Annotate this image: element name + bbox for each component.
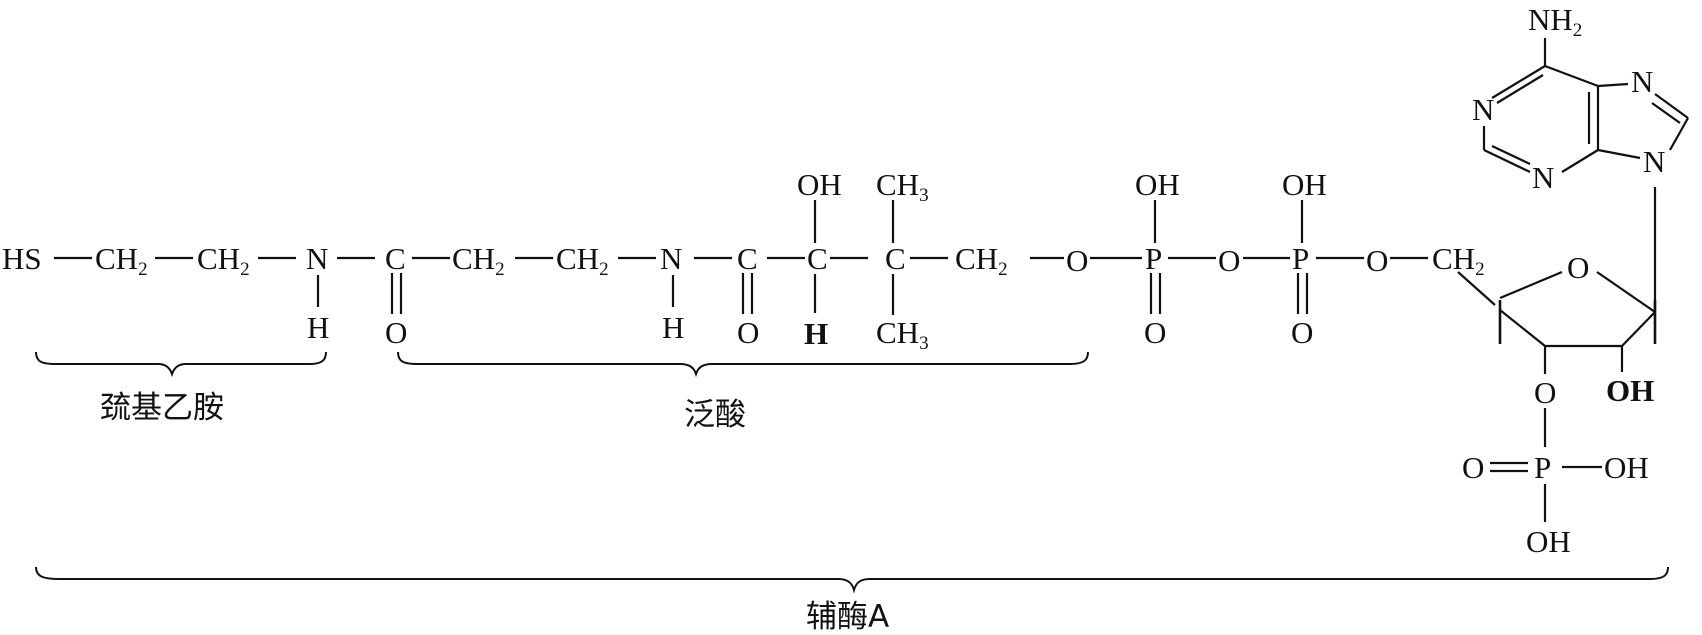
atom-c3: C [807,241,828,276]
brace-pantothenic-acid [397,351,1089,378]
braces [35,351,1669,594]
atom-c1: C [385,241,406,276]
atom-n2: N [660,241,682,276]
atom-ch2-3: CH2 [452,241,505,280]
atom-p1-oh: OH [1135,167,1180,202]
atom-p1-o: O [1144,315,1166,350]
label-pantothenic-acid: 泛酸 [684,397,746,433]
atom-ribose-o: O [1534,375,1556,410]
atom-ch2-1: CH2 [95,241,148,280]
atom-ch3-top: CH3 [876,167,929,206]
bond-n3-c4 [1561,149,1599,173]
atom-p2-oh: OH [1282,167,1327,202]
atom-ring-o: O [1567,250,1589,285]
chain-atoms: HS CH2 CH2 N H C O CH2 CH2 N H C O C OH … [2,167,1485,354]
bond-c6-n1-inner [1496,74,1544,104]
atom-hs: HS [2,241,42,276]
adenine-atoms: NH2 N N N N [1472,2,1665,195]
bond-c3-c4 [1499,309,1546,347]
atom-c3-oh: OH [797,167,842,202]
atom-c3-h: H [804,316,828,351]
ribose-bonds [1457,187,1657,374]
captions: 巯基乙胺 泛酸 辅酶A [100,390,889,635]
atom-c2-o: O [737,315,759,350]
atom-p2: P [1292,241,1309,276]
atom-ch2-6: CH2 [1432,241,1485,280]
label-cysteamine: 巯基乙胺 [100,390,224,426]
bond-c2-n3 [1483,149,1531,173]
adenine-bonds [1482,38,1689,173]
atom-p1: P [1145,241,1162,276]
atom-ch2-5: CH2 [955,241,1008,280]
atom-purine-n9: N [1643,144,1665,179]
atom-ch2-2: CH2 [197,241,250,280]
atom-ch2-4: CH2 [556,241,609,280]
atom-nh2: NH2 [1528,2,1582,41]
atom-purine-n1: N [1472,92,1494,127]
atom-n1: N [306,241,328,276]
bond-n9-c4 [1597,148,1641,160]
bond-n7-c8-inner [1651,102,1681,124]
atom-p3-o: O [1462,450,1484,485]
atom-n1-h: H [307,310,329,345]
bond-c5-c6 [1544,64,1599,88]
chain-bonds [54,200,1428,315]
ribose-atoms: O OH O P O OH OH [1462,250,1654,559]
atom-o3: O [1366,243,1388,278]
brace-coenzyme-a [35,566,1669,594]
atom-p3: P [1534,450,1551,485]
bond-c1-c2 [1621,311,1656,347]
atom-c4: C [885,241,906,276]
atom-n2-h: H [662,310,684,345]
atom-p3-oh-right: OH [1604,450,1649,485]
bond-n7-c8 [1654,93,1689,119]
bond-c2-n3-inner [1491,145,1531,165]
bond-ring-o-c1 [1596,271,1656,313]
atom-o1: O [1066,243,1088,278]
atom-p2-o: O [1291,315,1313,350]
atom-c2: C [737,241,758,276]
label-coenzyme-a: 辅酶A [806,599,889,635]
atom-purine-n7: N [1631,64,1653,99]
atom-purine-n3: N [1532,160,1554,195]
bond-c5-n7 [1597,82,1629,88]
atom-c1-o: O [385,315,407,350]
atom-ch3-bot: CH3 [876,315,929,354]
atom-ribose-oh: OH [1606,373,1654,408]
bond-c6-n1 [1491,65,1546,99]
bond-c4-ring-o [1499,270,1563,300]
phosphate3-bonds [1490,408,1602,522]
bond-ch2-ring [1457,271,1496,306]
brace-cysteamine [35,351,327,378]
bond-c8-n9 [1669,117,1689,151]
atom-o2: O [1218,243,1240,278]
atom-p3-oh-bottom: OH [1526,524,1571,559]
